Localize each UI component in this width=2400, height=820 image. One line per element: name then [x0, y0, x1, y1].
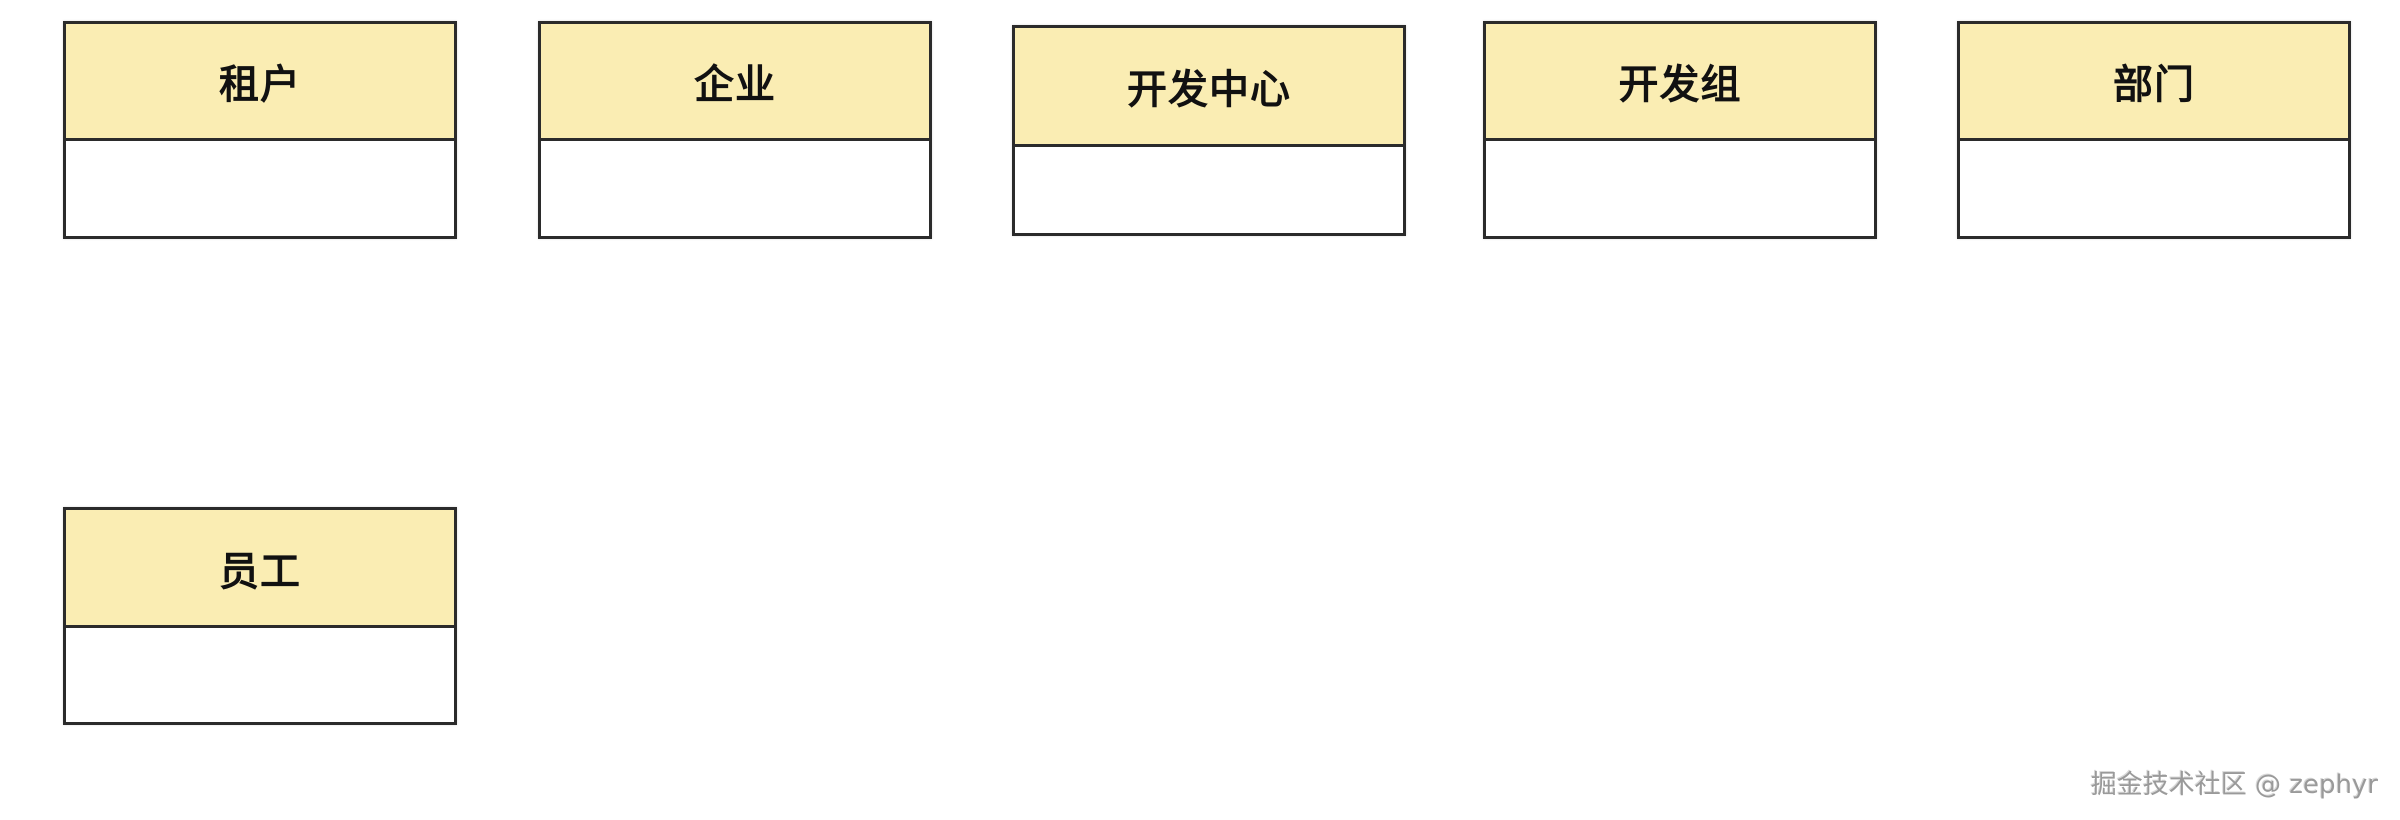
entity-enterprise[interactable]: 企业 [538, 21, 932, 239]
entity-title: 开发中心 [1127, 67, 1291, 113]
entity-header: 租户 [66, 24, 454, 141]
entity-body [66, 628, 454, 722]
entity-header: 开发组 [1486, 24, 1874, 141]
entity-body [1960, 141, 2348, 236]
entity-header: 企业 [541, 24, 929, 141]
entity-title: 租户 [219, 62, 301, 108]
entity-title: 开发组 [1618, 62, 1742, 108]
entity-dev-group[interactable]: 开发组 [1483, 21, 1877, 239]
entity-body [1486, 141, 1874, 236]
entity-body [541, 141, 929, 236]
entity-title: 企业 [694, 62, 776, 108]
entity-header: 部门 [1960, 24, 2348, 141]
entity-body [66, 141, 454, 236]
entity-tenant[interactable]: 租户 [63, 21, 457, 239]
entity-header: 开发中心 [1015, 28, 1403, 147]
entity-title: 部门 [2113, 62, 2195, 108]
entity-title: 员工 [219, 548, 301, 595]
watermark: 掘金技术社区 @ zephyr [2090, 770, 2378, 800]
entity-dev-center[interactable]: 开发中心 [1012, 25, 1406, 236]
entity-employee[interactable]: 员工 [63, 507, 457, 725]
entity-department[interactable]: 部门 [1957, 21, 2351, 239]
entity-body [1015, 147, 1403, 233]
entity-header: 员工 [66, 510, 454, 628]
